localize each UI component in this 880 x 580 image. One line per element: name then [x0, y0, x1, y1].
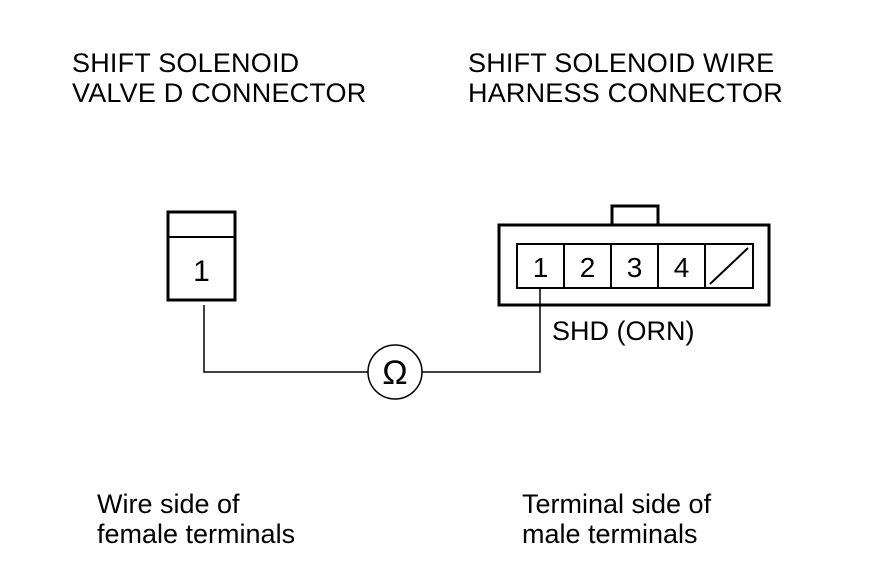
unused-cavity-slash	[709, 247, 749, 285]
left-connector-body	[166, 210, 237, 302]
wire-color-label: SHD (ORN)	[552, 316, 695, 346]
harness-terminal-1: 1	[533, 252, 549, 283]
left-caption-line-1: Wire side of	[97, 489, 240, 519]
harness-terminal-3: 3	[627, 252, 643, 283]
left-title-line-1: SHIFT SOLENOID	[72, 48, 300, 78]
harness-connector: 1 2 3 4	[497, 204, 771, 307]
left-connector-caption: Wire side of female terminals	[97, 489, 295, 549]
left-title-line-2: VALVE D CONNECTOR	[72, 78, 367, 108]
harness-terminal-4: 4	[674, 252, 690, 283]
right-caption-line-1: Terminal side of	[522, 489, 712, 519]
right-connector-caption: Terminal side of male terminals	[522, 489, 711, 549]
solenoid-valve-connector: 1	[166, 210, 237, 302]
harness-connector-lock-tab	[610, 204, 660, 228]
harness-terminal-2: 2	[580, 252, 596, 283]
ohm-symbol: Ω	[382, 354, 407, 392]
ohmmeter-icon: Ω	[367, 344, 423, 400]
test-lead-left	[203, 305, 368, 373]
test-lead-right	[422, 289, 541, 373]
right-title-line-2: HARNESS CONNECTOR	[468, 78, 783, 108]
ohmmeter-circle	[367, 344, 423, 400]
left-connector-title: SHIFT SOLENOID VALVE D CONNECTOR	[72, 48, 366, 108]
harness-terminal-row	[516, 243, 754, 289]
right-connector-title: SHIFT SOLENOID WIRE HARNESS CONNECTOR	[468, 48, 783, 108]
left-caption-line-2: female terminals	[97, 519, 296, 549]
right-caption-line-2: male terminals	[522, 519, 698, 549]
right-title-line-1: SHIFT SOLENOID WIRE	[468, 48, 775, 78]
left-terminal-1: 1	[193, 255, 210, 288]
